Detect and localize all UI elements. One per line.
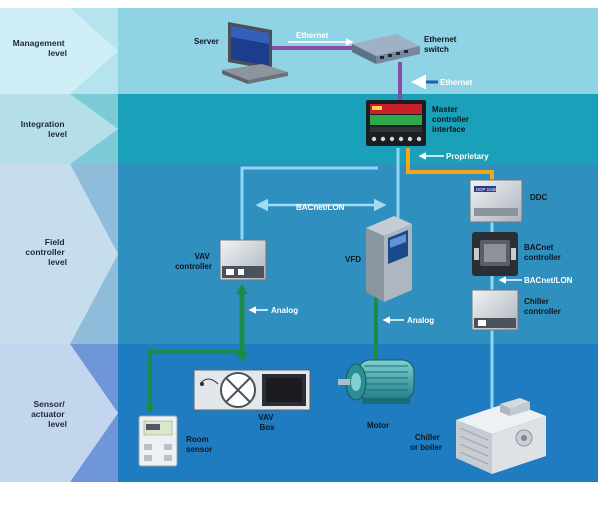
room-sensor-arrowhead bbox=[145, 406, 155, 414]
ethernet-switch-icon bbox=[352, 34, 420, 64]
ddc-icon bbox=[469, 179, 523, 223]
proprietary-label: Proprietary bbox=[446, 152, 489, 161]
vav-controller-icon bbox=[219, 239, 267, 281]
band-integration bbox=[0, 94, 598, 164]
ethernet-top-label: Ethernet bbox=[296, 31, 329, 40]
chiller-label: Chiller or boiler bbox=[410, 433, 442, 452]
ddc-label: DDC bbox=[530, 193, 548, 202]
bacnet-lon-main-label: BACnet/LON bbox=[296, 203, 345, 212]
ethernet-line bbox=[272, 46, 402, 102]
level-integration-label: Integration level bbox=[21, 119, 67, 139]
master-controller-icon bbox=[366, 100, 426, 146]
bacnet-lon-right-label: BACnet/LON bbox=[524, 276, 573, 285]
server-icon bbox=[222, 22, 288, 84]
vfd-icon bbox=[366, 216, 412, 302]
motor-icon bbox=[338, 359, 415, 404]
room-sensor-icon bbox=[138, 415, 178, 467]
vav-controller-label: VAV controller bbox=[175, 252, 212, 271]
master-controller-label: Master controller interface bbox=[432, 105, 471, 134]
bacnet-controller-label: BACnet controller bbox=[524, 243, 561, 262]
level-management-label: Management level bbox=[13, 38, 67, 58]
vfd-label: VFD bbox=[345, 255, 361, 264]
level-field-label: Field controller level bbox=[25, 237, 67, 267]
chiller-controller-icon bbox=[471, 289, 519, 331]
analog-down-arrowhead bbox=[236, 352, 248, 362]
chiller-icon bbox=[456, 398, 546, 474]
vav-box-label: VAV Box bbox=[258, 413, 276, 432]
analog-up-arrowhead bbox=[236, 284, 248, 294]
level-sensor-label: Sensor/ actuator level bbox=[31, 399, 67, 429]
ddc-tag: DDP 1048 bbox=[476, 187, 497, 192]
analog-line bbox=[148, 286, 378, 412]
bacnet-lon-line bbox=[240, 148, 494, 408]
bacnet-controller-icon bbox=[472, 232, 518, 276]
analog-mid-label: Analog bbox=[407, 316, 434, 325]
motor-label: Motor bbox=[367, 421, 389, 430]
proprietary-line bbox=[406, 148, 494, 184]
analog-left-label: Analog bbox=[271, 306, 298, 315]
band-management bbox=[0, 8, 598, 94]
vav-box-icon bbox=[193, 369, 311, 411]
room-sensor-label: Room sensor bbox=[186, 435, 212, 454]
chiller-controller-label: Chiller controller bbox=[524, 297, 561, 316]
ethernet-switch-label: Ethernet switch bbox=[424, 35, 459, 54]
ethernet-down-label: Ethernet bbox=[440, 78, 473, 87]
server-label: Server bbox=[194, 37, 219, 46]
